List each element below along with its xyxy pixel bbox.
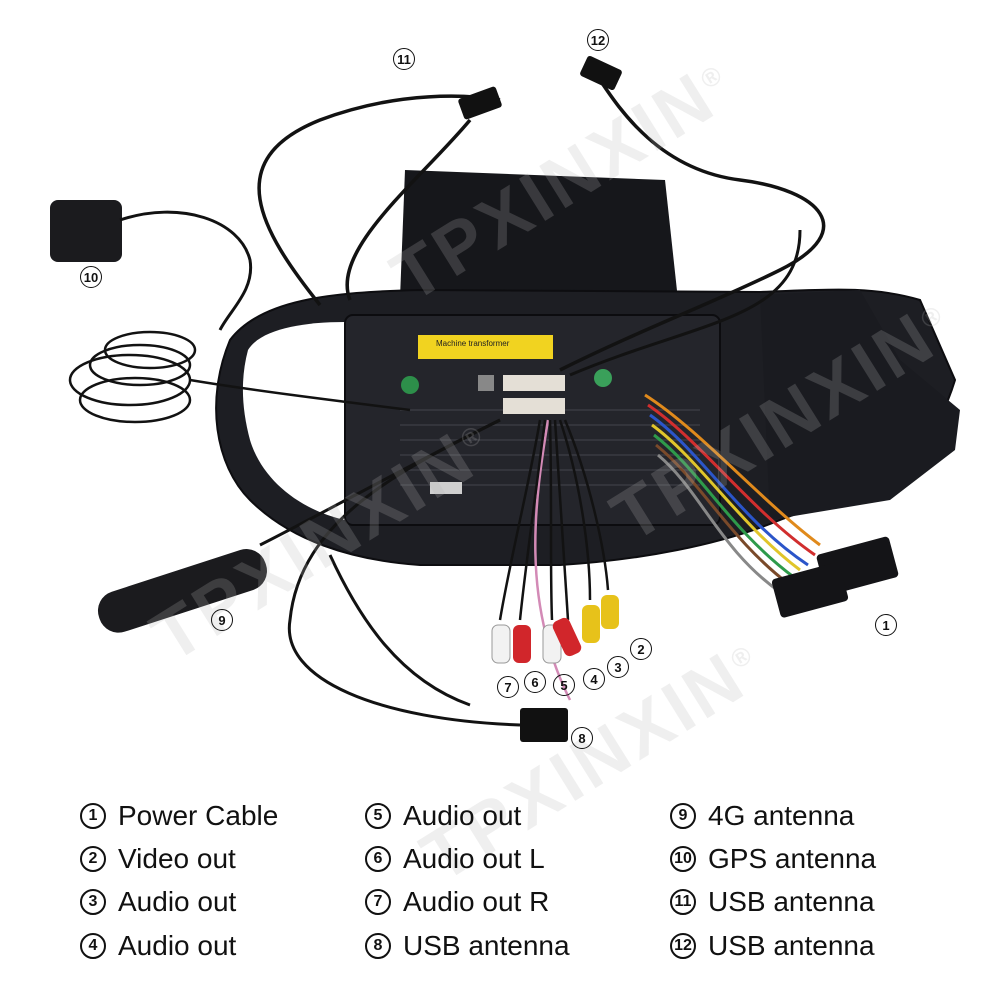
callout-8: 8 xyxy=(571,727,593,749)
connector-block-bottom xyxy=(503,398,565,414)
gps-antenna xyxy=(50,200,122,262)
product-photo: TPXINXIN® TPXINXIN® TPXINXIN® TPXINXIN® … xyxy=(50,29,960,898)
callout-9: 9 xyxy=(211,609,233,631)
4g-antenna xyxy=(97,549,267,633)
gps-port xyxy=(401,376,419,394)
coiled-cable xyxy=(68,330,411,424)
usb-port xyxy=(478,375,494,391)
callout-4: 4 xyxy=(583,668,605,690)
head-unit-illustration xyxy=(50,55,960,742)
screen-panel xyxy=(400,170,678,300)
callout-12: 12 xyxy=(587,29,609,51)
frame-cutout-left xyxy=(242,322,345,520)
callout-3: 3 xyxy=(607,656,629,678)
sticker-text: Machine transformer xyxy=(436,339,510,348)
callout-5: 5 xyxy=(553,674,575,696)
green-port xyxy=(594,369,612,387)
callout-2: 2 xyxy=(630,638,652,660)
callout-6: 6 xyxy=(524,671,546,693)
usb-plug-8 xyxy=(520,708,568,742)
usb-plug-12 xyxy=(580,55,622,91)
callout-1: 1 xyxy=(875,614,897,636)
connector-block-top xyxy=(503,375,565,391)
frame-right-wing xyxy=(760,290,960,520)
yellow-sticker xyxy=(418,335,553,359)
power-harness xyxy=(644,393,821,594)
fuse-label xyxy=(430,482,462,494)
callout-11: 11 xyxy=(393,48,415,70)
iso-plug-b xyxy=(771,562,849,618)
rca-plugs xyxy=(491,595,619,664)
callout-7: 7 xyxy=(497,676,519,698)
callout-10: 10 xyxy=(80,266,102,288)
usb-plug-11 xyxy=(458,86,502,120)
